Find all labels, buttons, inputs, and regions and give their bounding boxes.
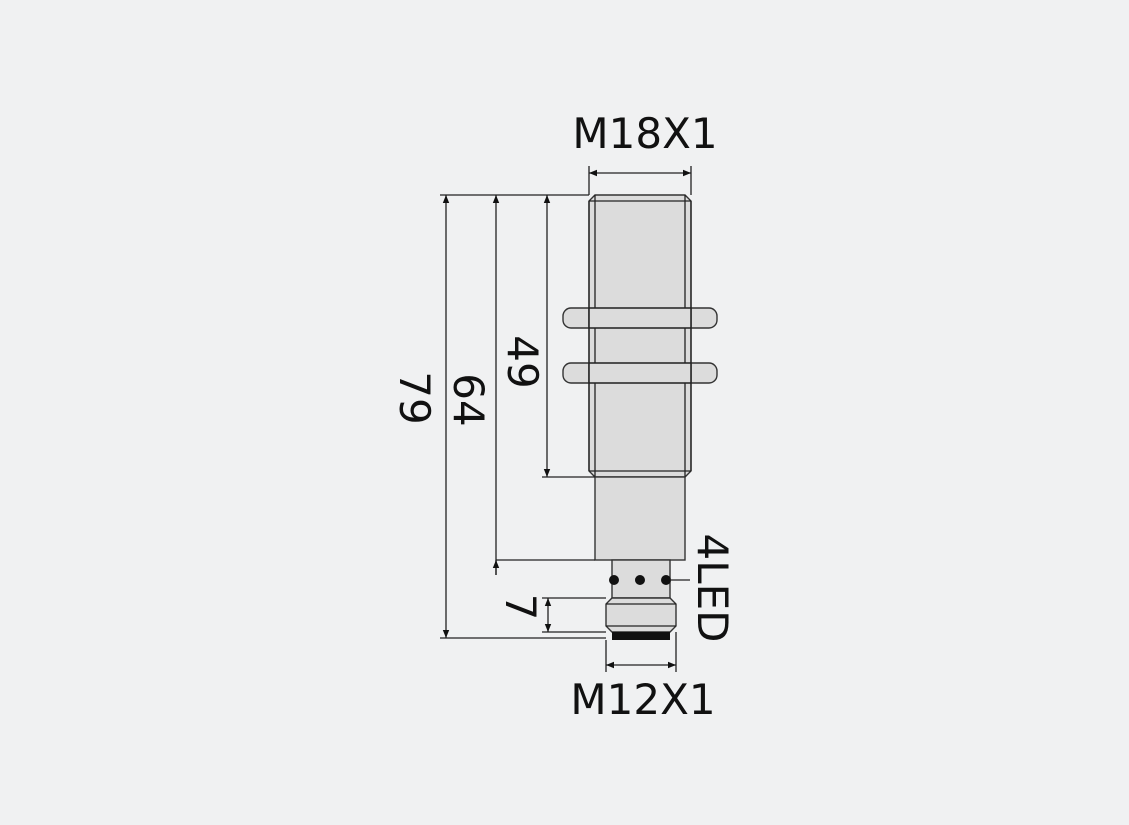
lower-body (594, 476, 686, 561)
thread-top-label: M18X1 (572, 109, 717, 158)
thread-bottom-label: M12X1 (570, 675, 715, 724)
led-indicator (609, 575, 619, 585)
dim-body-label: 64 (444, 373, 493, 426)
led-label: 4LED (688, 534, 737, 643)
dimension-lines (440, 166, 692, 672)
threaded-body (588, 194, 692, 478)
led-indicator (661, 575, 671, 585)
dim-connector-label: 7 (496, 594, 545, 621)
led-indicator (635, 575, 645, 585)
connector (605, 559, 677, 640)
dim-thread-label: 49 (498, 335, 547, 388)
dim-total-label: 79 (390, 371, 439, 424)
